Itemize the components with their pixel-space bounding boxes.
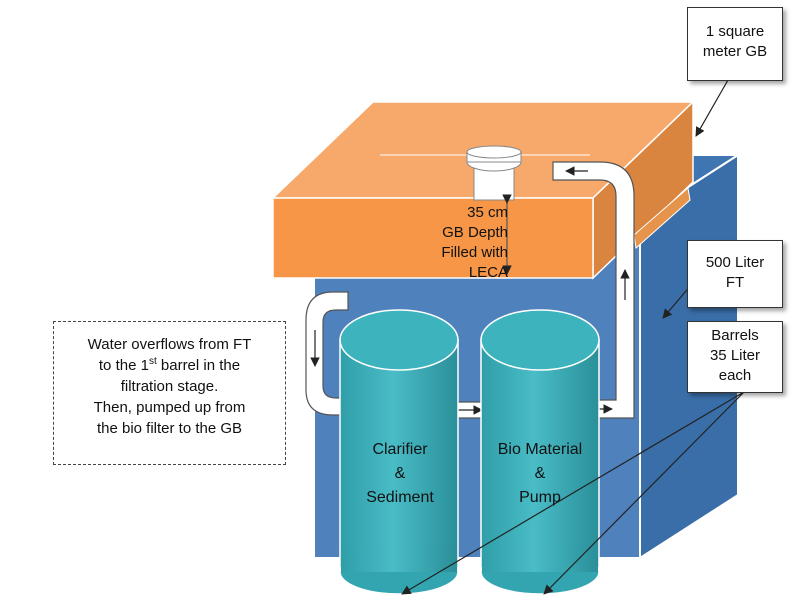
note-line-1: Water overflows from FT: [87, 336, 252, 353]
depth-line-1: 35 cm: [467, 204, 508, 221]
note-line-4: Then, pumped up from: [93, 399, 246, 416]
callout-tank-line-2: FT: [725, 274, 745, 291]
flow-description-note: Water overflows from FT to the 1st barre…: [53, 321, 286, 465]
barrel-1-line-3: Sediment: [366, 489, 434, 506]
callout-tank-volume: 500 Liter FT: [687, 240, 783, 308]
callout-grow-bed-line-2: meter GB: [702, 43, 768, 60]
note-line-5: the bio filter to the GB: [96, 420, 243, 437]
grow-bed-bracket: [633, 187, 691, 249]
callout-barrels: Barrels 35 Liter each: [687, 321, 783, 393]
callout-grow-bed-area: 1 square meter GB: [687, 7, 783, 81]
callout-grow-bed-line-1: 1 square: [705, 23, 765, 40]
depth-line-2: GB Depth: [442, 224, 508, 241]
barrel-2-line-2: &: [534, 465, 546, 482]
grow-bed-depth-label: 35 cm GB Depth Filled with LECA: [398, 203, 508, 283]
callout-barrels-line-3: each: [718, 367, 752, 384]
standpipe: [466, 145, 522, 201]
barrel-clarifier: [339, 309, 459, 595]
grow-bed-front: [272, 197, 594, 279]
note-line-3: filtration stage.: [120, 378, 219, 395]
barrel-1-line-2: &: [394, 465, 406, 482]
pointer-barrel-2: [543, 391, 745, 595]
callout-barrels-line-1: Barrels: [711, 327, 759, 344]
barrel-1-label: Clarifier & Sediment: [345, 438, 455, 510]
depth-line-3: Filled with LECA: [441, 244, 508, 281]
barrel-2-line-3: Pump: [519, 489, 561, 506]
barrel-biofilter: [480, 309, 600, 595]
pointer-grow-bed: [695, 79, 729, 137]
barrel-1-line-1: Clarifier: [372, 441, 428, 458]
callout-barrels-line-2: 35 Liter: [709, 347, 761, 364]
return-pipe: [552, 161, 635, 419]
callout-tank-line-1: 500 Liter: [705, 254, 765, 271]
pointer-barrel-1: [401, 391, 745, 595]
barrel-2-label: Bio Material & Pump: [480, 438, 600, 510]
note-line-2: to the 1st barrel in the: [98, 356, 241, 375]
barrel-2-line-1: Bio Material: [497, 441, 583, 458]
